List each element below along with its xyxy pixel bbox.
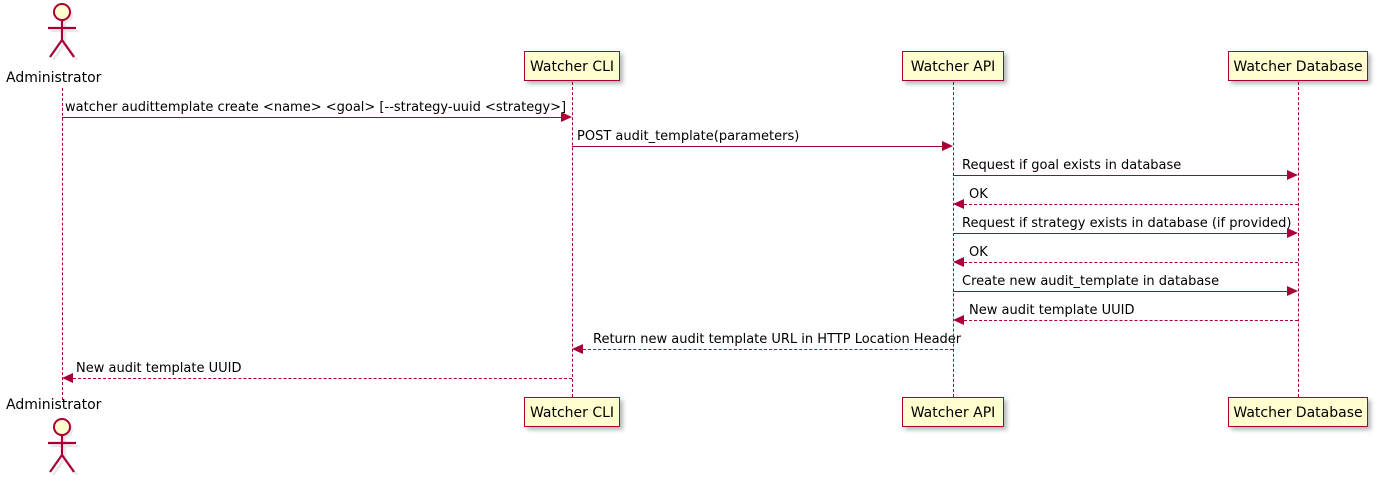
message-arrowhead-9 xyxy=(572,344,583,354)
actor-administrator-bottom xyxy=(38,417,88,483)
message-line-7 xyxy=(953,291,1287,292)
actor-label-administrator-top: Administrator xyxy=(6,70,102,86)
message-line-3 xyxy=(953,175,1287,176)
message-label-2: POST audit_template(parameters) xyxy=(577,129,800,144)
message-arrowhead-1 xyxy=(561,112,572,122)
message-arrowhead-2 xyxy=(942,141,953,151)
message-label-6: OK xyxy=(969,245,988,260)
message-arrowhead-10 xyxy=(62,373,73,383)
lifeline-administrator xyxy=(62,88,63,400)
message-line-5 xyxy=(953,233,1287,234)
lifeline-watcher-api xyxy=(953,82,954,397)
actor-label-administrator-bottom: Administrator xyxy=(6,397,102,413)
lifeline-watcher-database xyxy=(1298,82,1299,397)
participant-box-watcher-cli-bottom[interactable]: Watcher CLI xyxy=(524,397,620,427)
lifeline-watcher-cli xyxy=(572,82,573,397)
participant-box-watcher-api-bottom[interactable]: Watcher API xyxy=(902,397,1004,427)
message-label-8: New audit template UUID xyxy=(969,303,1135,318)
message-label-10: New audit template UUID xyxy=(76,361,242,376)
message-arrowhead-8 xyxy=(953,315,964,325)
message-label-9: Return new audit template URL in HTTP Lo… xyxy=(593,332,962,347)
message-arrowhead-5 xyxy=(1287,228,1298,238)
message-line-6 xyxy=(964,262,1298,263)
message-line-2 xyxy=(572,146,942,147)
message-arrowhead-6 xyxy=(953,257,964,267)
message-arrowhead-7 xyxy=(1287,286,1298,296)
message-line-9 xyxy=(583,349,953,350)
message-line-4 xyxy=(964,204,1298,205)
message-line-8 xyxy=(964,320,1298,321)
message-arrowhead-4 xyxy=(953,199,964,209)
message-label-5: Request if strategy exists in database (… xyxy=(962,216,1292,231)
participant-box-watcher-database-top[interactable]: Watcher Database xyxy=(1228,51,1368,81)
message-line-1 xyxy=(62,117,561,118)
message-label-4: OK xyxy=(969,187,988,202)
participant-box-watcher-cli-top[interactable]: Watcher CLI xyxy=(524,51,620,81)
participant-box-watcher-database-bottom[interactable]: Watcher Database xyxy=(1228,397,1368,427)
message-arrowhead-3 xyxy=(1287,170,1298,180)
message-line-10 xyxy=(73,378,572,379)
message-label-1: watcher audittemplate create <name> <goa… xyxy=(65,100,567,115)
participant-box-watcher-api-top[interactable]: Watcher API xyxy=(902,51,1004,81)
message-label-7: Create new audit_template in database xyxy=(962,274,1220,289)
actor-administrator-top xyxy=(38,2,88,68)
message-label-3: Request if goal exists in database xyxy=(962,158,1182,173)
